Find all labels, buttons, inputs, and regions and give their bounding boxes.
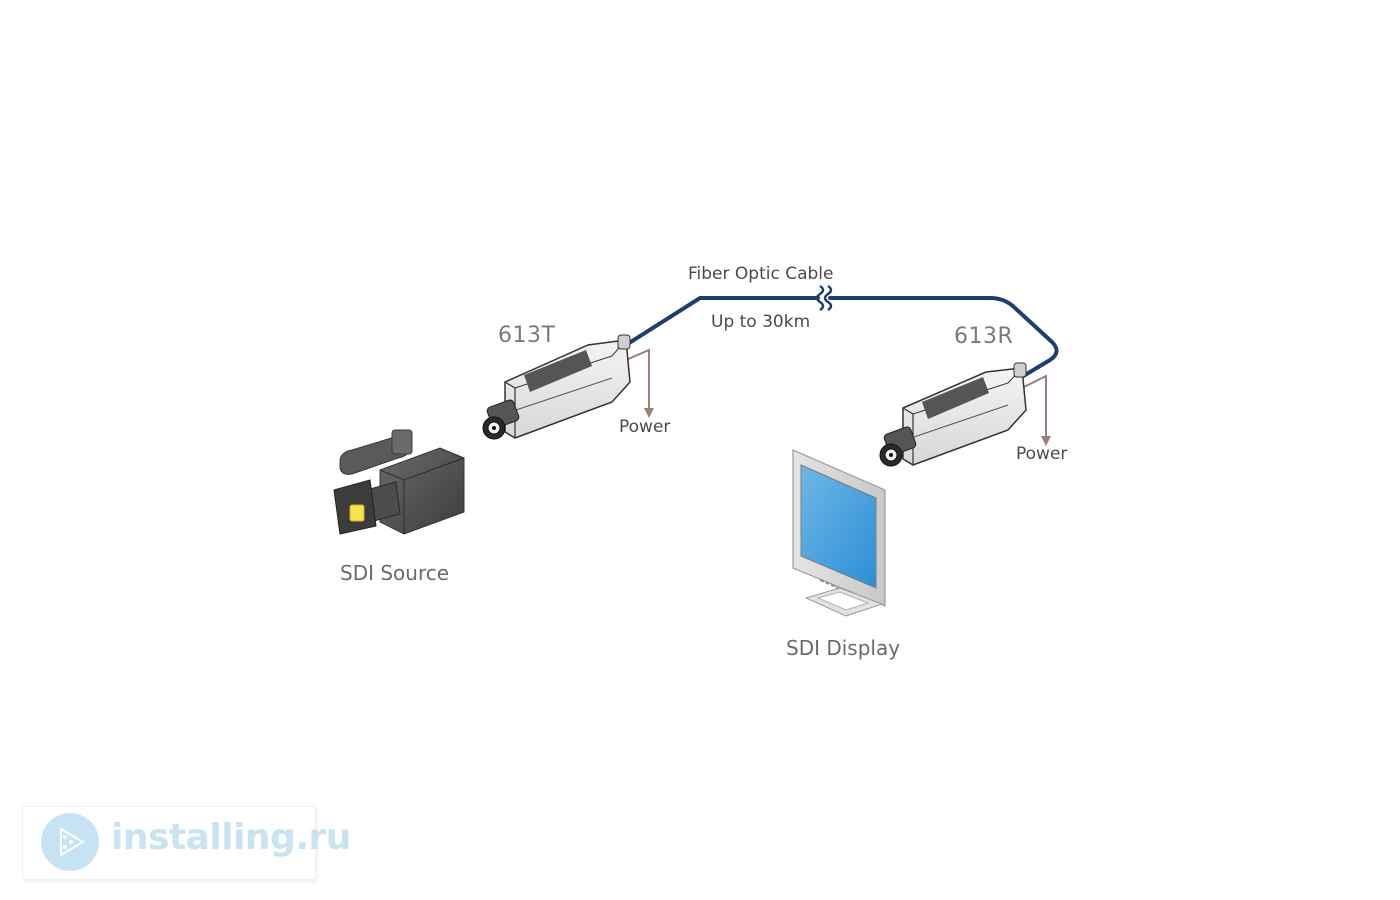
display-label: SDI Display <box>786 636 901 660</box>
installing-logo-icon <box>41 813 99 871</box>
receiver-power-line <box>1021 374 1051 446</box>
watermark-text: installing.ru <box>111 817 351 858</box>
cable-distance-label: Up to 30km <box>711 312 811 332</box>
bnc-connector-icon <box>879 426 917 467</box>
source-label: SDI Source <box>340 561 450 585</box>
cable-break-icon <box>815 284 825 312</box>
bnc-connector-icon <box>482 399 520 440</box>
transmitter-model-label: 613T <box>498 323 556 348</box>
receiver-device-613r <box>879 362 1027 467</box>
transmitter-power-line <box>625 348 654 418</box>
receiver-model-label: 613R <box>954 324 1014 349</box>
fiber-optic-cable <box>624 284 1059 380</box>
receiver-power-label: Power <box>1016 444 1068 464</box>
video-camera-icon <box>333 429 465 535</box>
monitor-icon <box>792 449 886 617</box>
transmitter-device-613t <box>482 334 631 440</box>
watermark: installing.ru <box>22 806 351 880</box>
cable-label: Fiber Optic Cable <box>688 264 834 284</box>
transmitter-power-label: Power <box>619 417 671 437</box>
